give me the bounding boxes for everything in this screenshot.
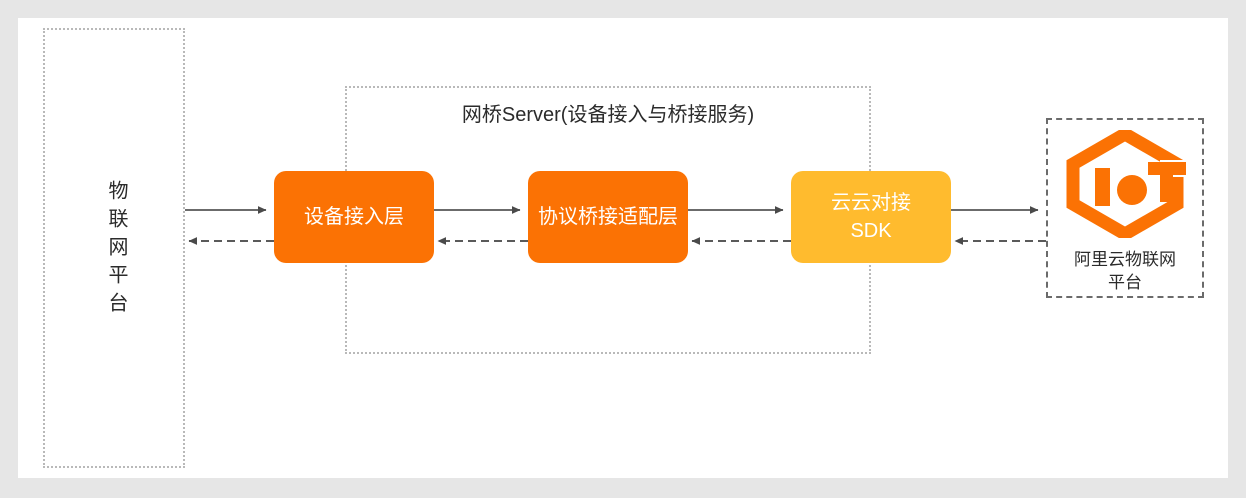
box-device-access-layer[interactable]: 设备接入层 bbox=[274, 171, 434, 263]
aliyun-iot-platform-label-line2: 平台 bbox=[1108, 273, 1142, 292]
aliyun-iot-platform-label: 阿里云物联网 平台 bbox=[1046, 248, 1204, 294]
left-iot-platform-container: 物联网平台 bbox=[43, 28, 185, 468]
box-cloud-to-cloud-sdk-label: 云云对接 SDK bbox=[831, 189, 911, 245]
box-protocol-bridge-adapter-layer[interactable]: 协议桥接适配层 bbox=[528, 171, 688, 263]
bridge-server-title: 网桥Server(设备接入与桥接服务) bbox=[461, 104, 755, 126]
left-iot-platform-label-wrap: 物联网平台 bbox=[45, 30, 187, 470]
box-device-access-layer-label: 设备接入层 bbox=[304, 206, 404, 228]
box-cloud-to-cloud-sdk[interactable]: 云云对接 SDK bbox=[791, 171, 951, 263]
box-protocol-bridge-adapter-layer-label: 协议桥接适配层 bbox=[538, 206, 678, 228]
aliyun-iot-platform-container bbox=[1046, 118, 1204, 298]
box-cloud-to-cloud-sdk-label-line1: 云云对接 bbox=[831, 192, 911, 214]
iot-hexagon-logo-icon bbox=[1066, 130, 1186, 238]
box-cloud-to-cloud-sdk-label-line2: SDK bbox=[850, 220, 892, 242]
aliyun-iot-platform-label-line1: 阿里云物联网 bbox=[1074, 250, 1176, 269]
left-iot-platform-label: 物联网平台 bbox=[105, 180, 127, 320]
